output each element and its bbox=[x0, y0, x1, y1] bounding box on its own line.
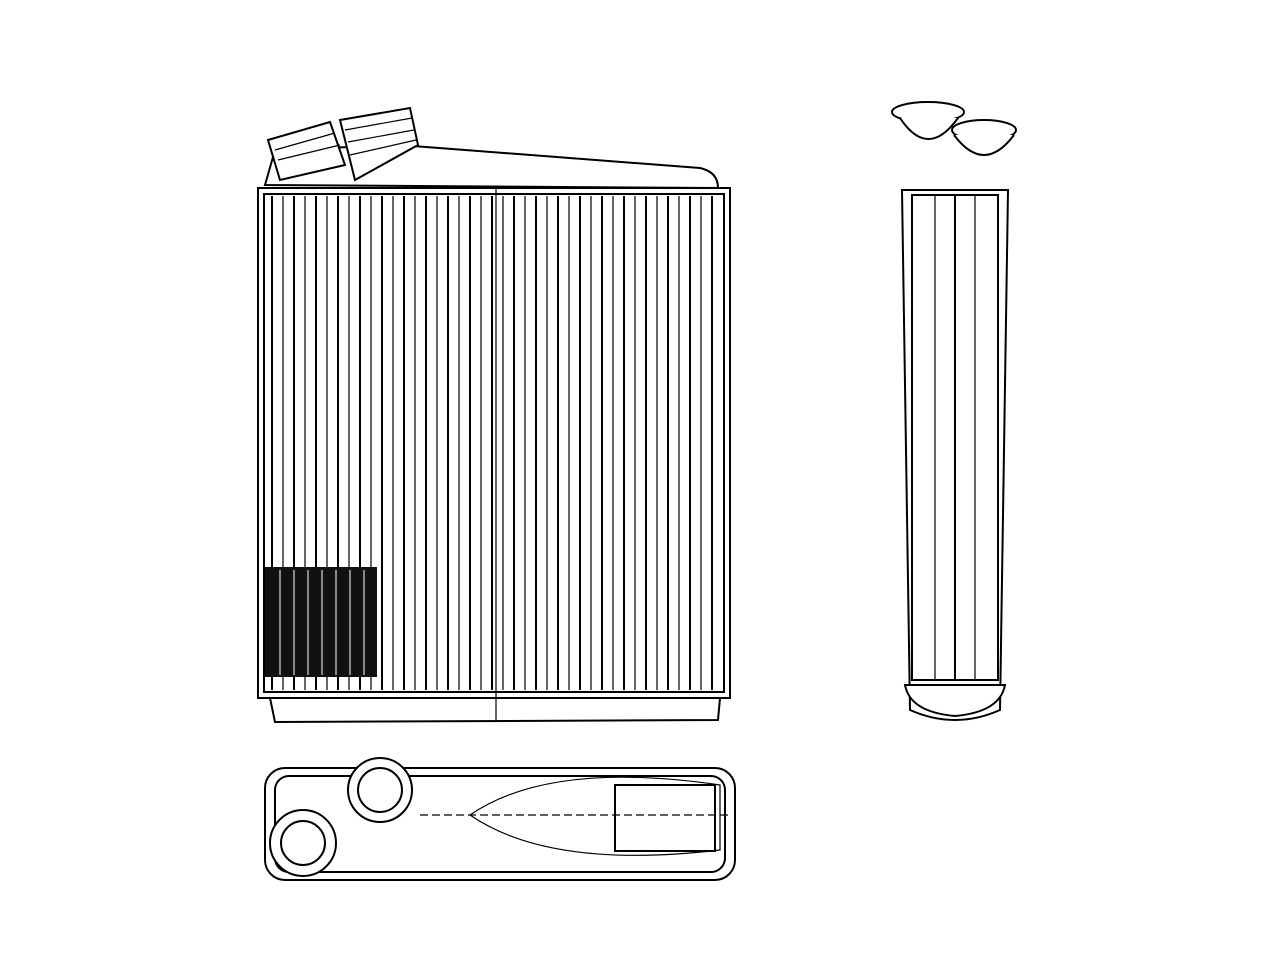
fin-detail-block bbox=[265, 567, 377, 677]
side-view bbox=[891, 101, 1017, 721]
bottom-view bbox=[264, 757, 736, 881]
bottom-tank bbox=[268, 697, 722, 724]
inlet-nozzles bbox=[266, 106, 420, 182]
front-view bbox=[257, 106, 731, 724]
